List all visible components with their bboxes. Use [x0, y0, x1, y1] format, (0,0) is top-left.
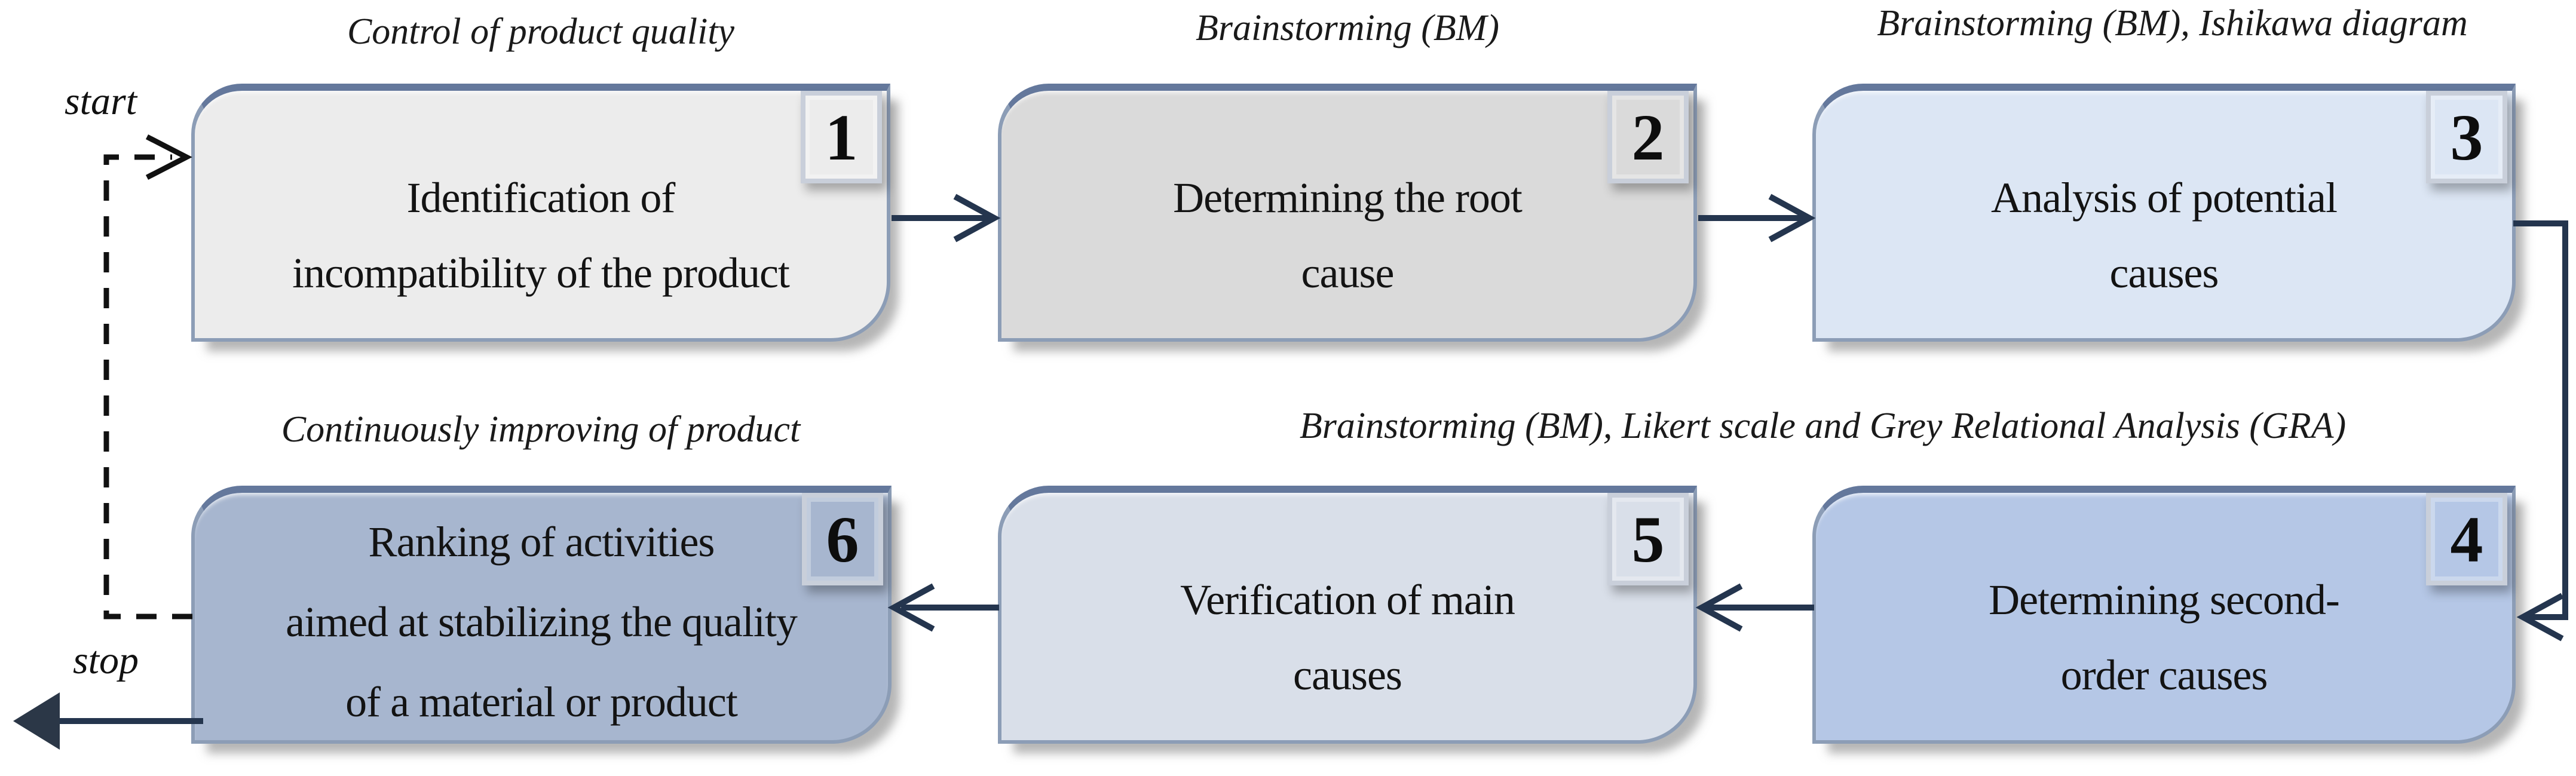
arrow-2-3 — [1698, 194, 1816, 243]
method-label-brainstorming-likert-gra: Brainstorming (BM), Likert scale and Gre… — [1299, 406, 2347, 446]
step-box-2: 2 Determining the root cause — [998, 84, 1697, 342]
step-number-3: 3 — [2450, 100, 2483, 174]
step-text-6: Ranking of activities aimed at stabilizi… — [286, 518, 798, 726]
step-box-4: 4 Determining second- order causes — [1812, 486, 2516, 744]
step-number-badge-6: 6 — [802, 493, 883, 585]
method-label-brainstorming-ishikawa: Brainstorming (BM), Ishikawa diagram — [1877, 3, 2468, 44]
step-number-6: 6 — [826, 502, 859, 576]
step-number-1: 1 — [825, 100, 858, 174]
step-number-badge-4: 4 — [2426, 493, 2507, 585]
step-box-1: 1 Identification of incompatibility of t… — [191, 84, 890, 342]
step-number-badge-3: 3 — [2426, 91, 2507, 183]
arrow-stop — [13, 692, 203, 750]
step-text-1: Identification of incompatibility of the… — [292, 174, 790, 297]
step-text-5: Verification of main causes — [1180, 576, 1515, 699]
step-number-4: 4 — [2450, 502, 2483, 576]
arrow-5-6 — [887, 583, 999, 632]
step-text-2: Determining the root cause — [1173, 174, 1523, 297]
method-label-continuous-improvement: Continuously improving of product — [281, 409, 801, 450]
step-number-5: 5 — [1631, 502, 1665, 576]
step-number-badge-5: 5 — [1607, 493, 1689, 585]
step-box-5: 5 Verification of main causes — [998, 486, 1697, 744]
step-box-6: 6 Ranking of activities aimed at stabili… — [191, 486, 892, 744]
step-text-4: Determining second- order causes — [1989, 576, 2340, 699]
stop-label: stop — [73, 639, 139, 682]
step-number-badge-2: 2 — [1607, 91, 1689, 183]
arrow-1-2 — [892, 194, 1001, 243]
method-label-brainstorming: Brainstorming (BM) — [1195, 8, 1500, 48]
dashed-feedback-line — [103, 134, 192, 619]
step-number-2: 2 — [1631, 100, 1665, 174]
step-number-badge-1: 1 — [801, 91, 882, 183]
step-text-3: Analysis of potential causes — [1991, 174, 2338, 297]
start-label: start — [65, 79, 137, 123]
arrow-4-5 — [1695, 583, 1814, 632]
step-box-3: 3 Analysis of potential causes — [1812, 84, 2516, 342]
method-label-control-of-product-quality: Control of product quality — [347, 11, 735, 52]
